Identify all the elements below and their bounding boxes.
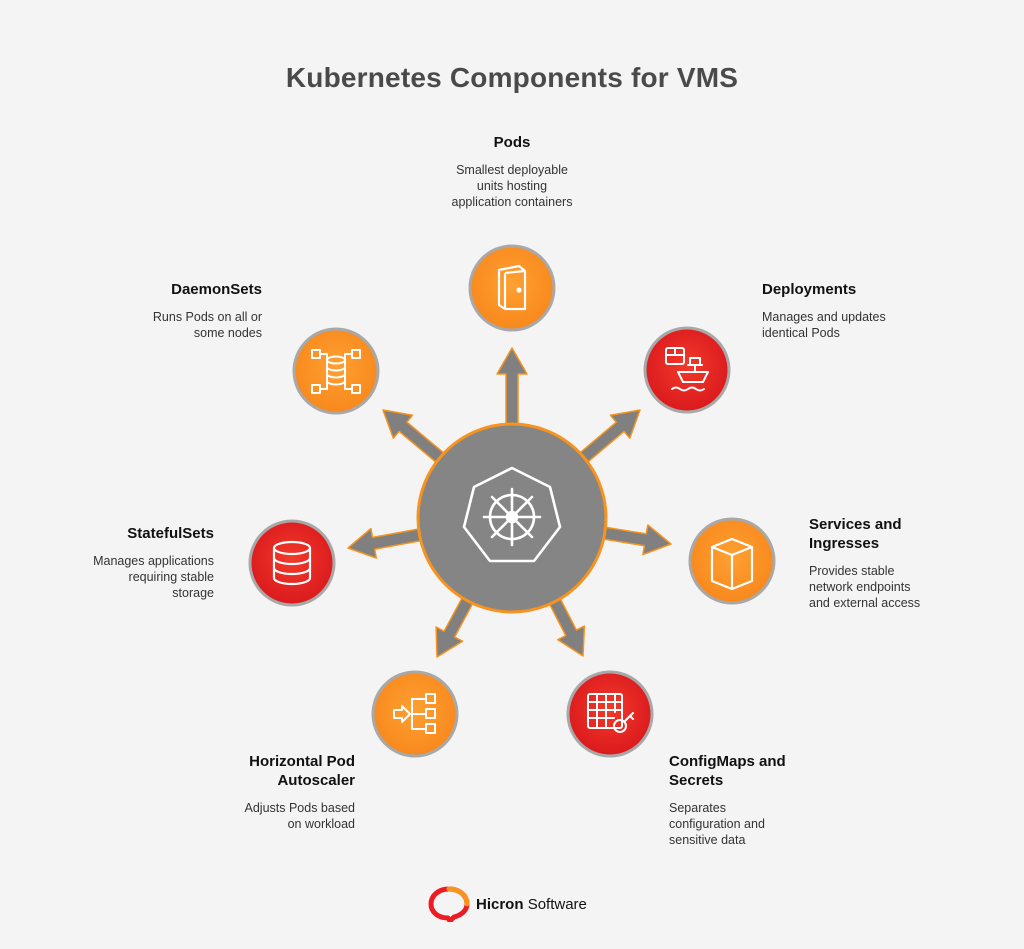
- hpa-title-line-1: Horizontal Pod: [249, 753, 355, 770]
- deployments-desc-line-1: Manages and updates: [762, 310, 886, 324]
- daemonsets-node: [292, 327, 380, 415]
- open-box-icon: [710, 537, 754, 591]
- statefulsets-node: [248, 519, 336, 607]
- services-label: Services and Ingresses Provides stable n…: [809, 515, 1009, 611]
- pods-label: Pods Smallest deployable units hosting a…: [432, 133, 592, 210]
- configmaps-title-line-1: ConfigMaps and: [669, 753, 786, 770]
- services-desc-line-2: network endpoints: [809, 580, 911, 594]
- services-title-line-2: Ingresses: [809, 535, 880, 552]
- hicron-logo-text: Hicron Software: [476, 896, 587, 913]
- kubernetes-helm-icon: [462, 466, 562, 563]
- deployments-label: Deployments Manages and updates identica…: [762, 280, 962, 341]
- pods-desc-line-1: Smallest deployable: [456, 163, 568, 177]
- center-hub: [416, 422, 608, 614]
- ship-cargo-icon: [665, 347, 709, 392]
- deployments-title: Deployments: [762, 281, 857, 298]
- hpa-label: Horizontal Pod Autoscaler Adjusts Pods b…: [155, 752, 356, 832]
- statefulsets-desc-line-3: storage: [172, 586, 214, 600]
- hpa-node: [371, 670, 459, 758]
- hpa-title-line-2: Autoscaler: [277, 772, 355, 789]
- logo-suffix: Software: [527, 895, 587, 913]
- statefulsets-desc-line-2: requiring stable: [128, 570, 214, 584]
- daemonsets-label: DaemonSets Runs Pods on all or some node…: [82, 280, 262, 341]
- services-title-line-1: Services and: [809, 516, 902, 533]
- deployments-desc-line-2: identical Pods: [762, 326, 840, 340]
- configmaps-node: [566, 670, 654, 758]
- statefulsets-label: StatefulSets Manages applications requir…: [34, 524, 214, 601]
- pods-desc: Smallest deployable units hosting applic…: [432, 162, 592, 210]
- hpa-title: Horizontal Pod Autoscaler: [155, 752, 355, 790]
- daemonsets-desc-line-1: Runs Pods on all or: [152, 310, 262, 324]
- configmaps-desc-line-3: sensitive data: [669, 833, 746, 847]
- table-key-icon: [587, 693, 634, 733]
- pods-node: [468, 244, 556, 332]
- services-node: [688, 517, 776, 605]
- database-icon: [272, 540, 312, 586]
- services-desc-line-3: and external access: [809, 596, 921, 610]
- daemonsets-title: DaemonSets: [171, 281, 262, 298]
- deployments-node: [643, 326, 731, 414]
- hpa-desc-line-1: Adjusts Pods based: [244, 801, 356, 815]
- hpa-desc: Adjusts Pods based on workload: [155, 800, 356, 832]
- logo-brand: Hicron: [476, 895, 524, 913]
- hicron-logo: Hicron Software: [428, 886, 587, 922]
- configmaps-title: ConfigMaps and Secrets: [669, 752, 869, 790]
- statefulsets-desc: Manages applications requiring stable st…: [34, 553, 214, 601]
- hpa-desc-line-2: on workload: [287, 817, 355, 831]
- distributed-db-icon: [311, 349, 361, 394]
- daemonsets-desc: Runs Pods on all or some nodes: [82, 309, 262, 341]
- statefulsets-title: StatefulSets: [127, 525, 214, 542]
- pods-desc-line-2: units hosting: [476, 179, 548, 193]
- statefulsets-desc-line-1: Manages applications: [93, 554, 214, 568]
- deployments-desc: Manages and updates identical Pods: [762, 309, 962, 341]
- configmaps-desc: Separates configuration and sensitive da…: [669, 800, 869, 848]
- door-icon: [497, 264, 527, 311]
- services-title: Services and Ingresses: [809, 515, 1009, 553]
- services-desc: Provides stable network endpoints and ex…: [809, 563, 1009, 611]
- hierarchy-icon: [393, 693, 436, 734]
- pods-desc-line-3: application containers: [451, 195, 573, 209]
- services-desc-line-1: Provides stable: [809, 564, 895, 578]
- component-nodes: [248, 244, 776, 758]
- page-title: Kubernetes Components for VMS: [285, 62, 739, 93]
- configmaps-label: ConfigMaps and Secrets Separates configu…: [669, 752, 869, 848]
- configmaps-desc-line-2: configuration and: [669, 817, 765, 831]
- configmaps-title-line-2: Secrets: [669, 772, 724, 789]
- configmaps-desc-line-1: Separates: [669, 801, 726, 815]
- pods-title: Pods: [493, 134, 531, 151]
- daemonsets-desc-line-2: some nodes: [193, 326, 262, 340]
- hicron-logo-icon: [428, 886, 470, 922]
